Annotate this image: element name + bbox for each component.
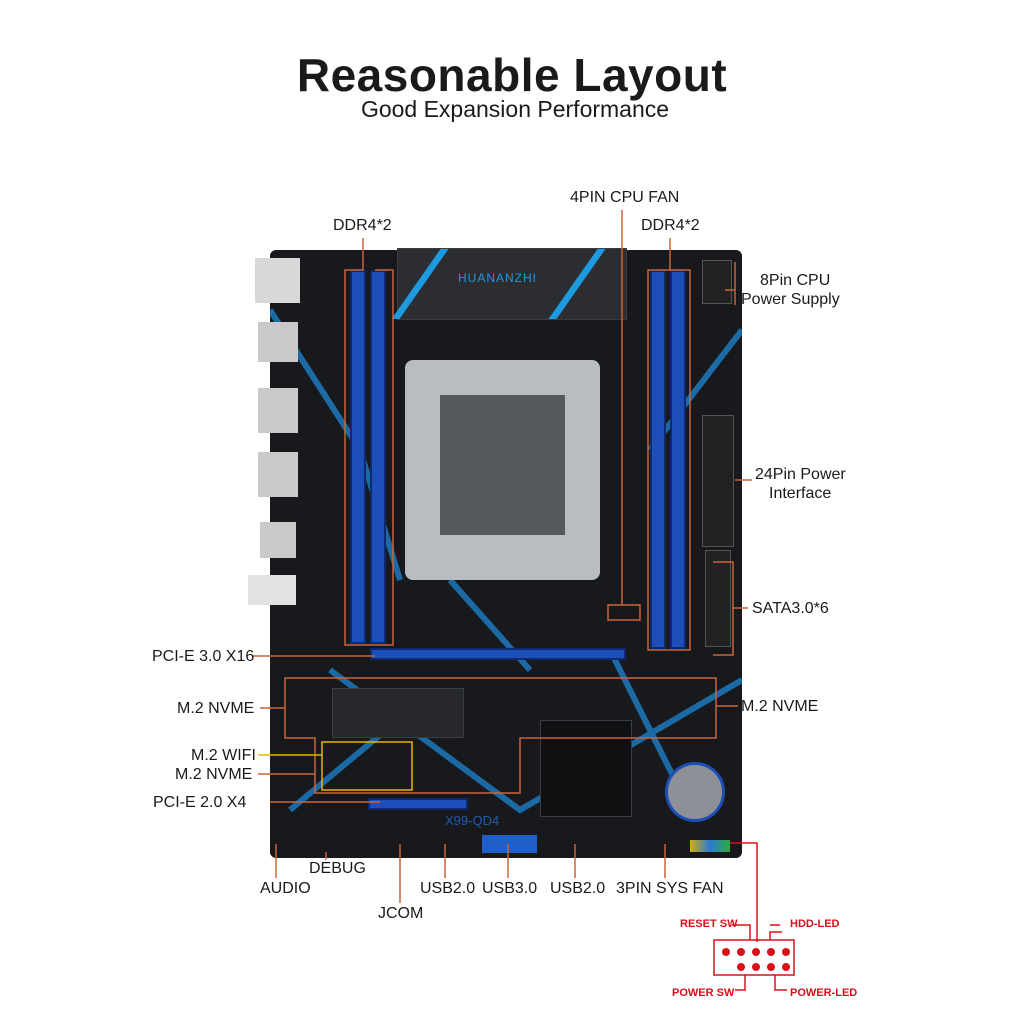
label-m2-wifi: M.2 WIFI <box>191 747 256 764</box>
label-sata: SATA3.0*6 <box>752 600 829 617</box>
model-print: X99-QD4 <box>445 813 500 828</box>
label-cpu-fan: 4PIN CPU FAN <box>570 189 680 206</box>
ram-slot <box>350 270 366 644</box>
label-cpu-power-2: Power Supply <box>741 291 840 308</box>
vrm-heatsink: HUANANZHI <box>391 248 627 320</box>
label-usb2-b: USB2.0 <box>550 880 606 897</box>
ram-slot <box>670 270 686 649</box>
label-debug: DEBUG <box>309 860 366 877</box>
ddr4-left-box <box>344 238 394 646</box>
socket-cover <box>440 395 565 535</box>
pcie-x4-slot <box>368 798 468 810</box>
label-ddr4-right: DDR4*2 <box>641 217 700 234</box>
cpu-power-leader <box>725 262 736 305</box>
bottom-leaders <box>275 844 666 903</box>
sata-leader <box>713 561 748 656</box>
label-audio: AUDIO <box>260 880 311 897</box>
usb3-port <box>258 388 298 433</box>
front-panel-leader <box>730 842 758 942</box>
m2-boxes <box>260 677 717 794</box>
label-atx-power-1: 24Pin Power <box>755 466 846 483</box>
cpu-fan-leader <box>607 210 641 621</box>
label-m2-nvme-right: M.2 NVME <box>741 698 819 715</box>
motherboard: HUANANZHI X99-QD4 <box>248 248 742 858</box>
page-subtitle: Good Expansion Performance <box>360 96 670 122</box>
label-m2-nvme-lower: M.2 NVME <box>175 766 253 783</box>
label-sys-fan: 3PIN SYS FAN <box>616 880 724 897</box>
audio-port <box>248 575 296 605</box>
label-power-sw: POWER SW <box>672 987 735 999</box>
lan-port <box>260 522 296 558</box>
label-pcie4: PCI-E 2.0 X4 <box>153 794 247 811</box>
label-jcom: JCOM <box>378 905 424 922</box>
8pin-connector <box>702 260 732 304</box>
page-title: Reasonable Layout <box>296 49 728 101</box>
sata-ports <box>705 550 731 647</box>
label-usb3: USB3.0 <box>482 880 538 897</box>
usb3-header <box>482 835 537 853</box>
label-ddr4-left: DDR4*2 <box>333 217 392 234</box>
label-m2-nvme-left: M.2 NVME <box>177 700 255 717</box>
label-power-led: POWER-LED <box>790 987 858 999</box>
label-cpu-power-1: 8Pin CPU <box>760 272 831 289</box>
m2-wifi-box <box>258 741 413 791</box>
label-usb2-a: USB2.0 <box>420 880 476 897</box>
usb-port <box>258 322 298 362</box>
chipset-heatsink <box>540 720 632 817</box>
brand-logo: HUANANZHI <box>458 271 538 285</box>
front-panel-connector <box>713 939 795 976</box>
label-atx-power-2: Interface <box>769 485 832 502</box>
label-reset-sw: RESET SW <box>680 918 738 930</box>
24pin-connector <box>702 415 734 547</box>
label-hdd-led: HDD-LED <box>790 918 840 930</box>
ps2-port <box>255 258 300 303</box>
label-pcie16: PCI-E 3.0 X16 <box>152 648 255 665</box>
cmos-battery <box>665 762 725 822</box>
usb3-port <box>258 452 298 497</box>
m2-heatsink <box>332 688 464 738</box>
ram-slot <box>370 270 386 644</box>
cpu-socket <box>405 360 600 580</box>
pcie-x16-slot <box>370 648 626 660</box>
ddr4-right-box <box>647 238 691 651</box>
front-panel-header <box>690 840 730 852</box>
ram-slot <box>650 270 666 649</box>
